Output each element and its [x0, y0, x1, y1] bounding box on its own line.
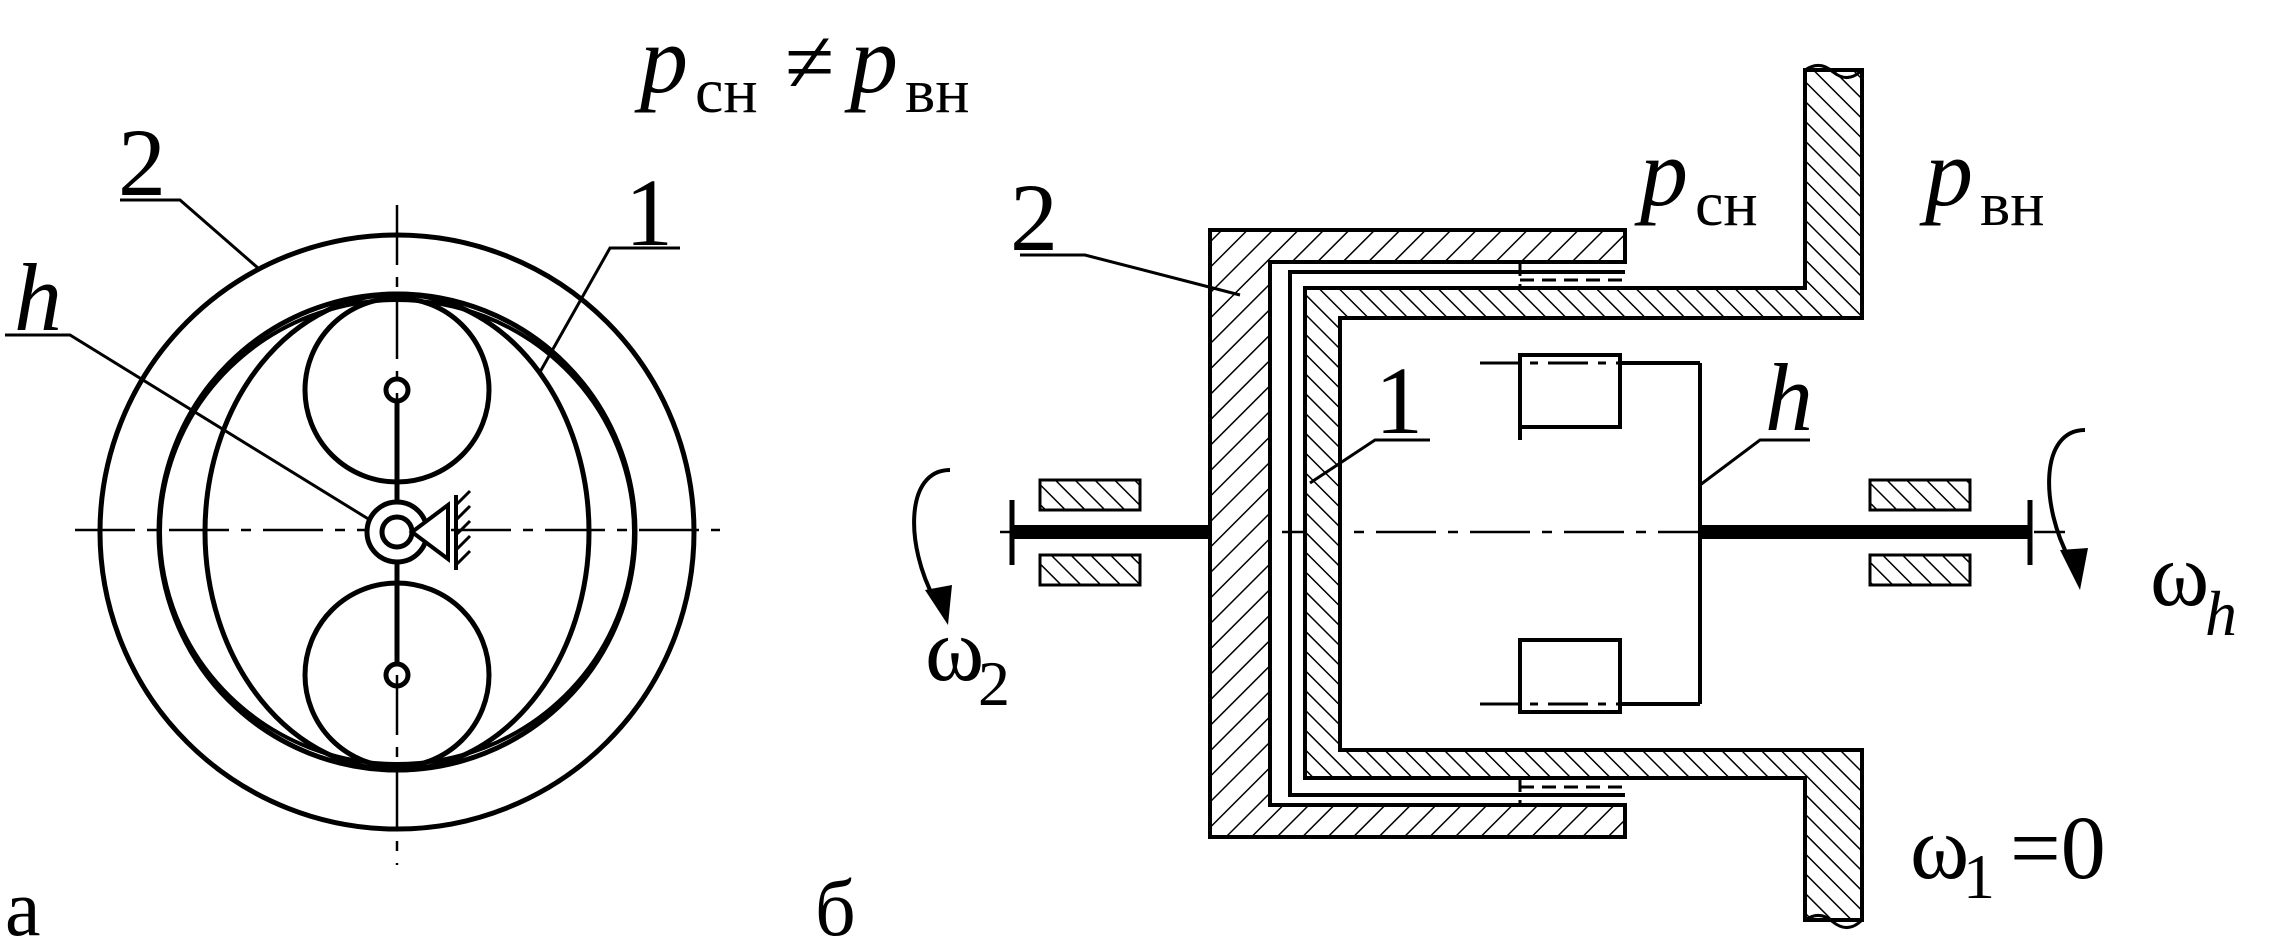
view-b-mesh-zones — [1518, 260, 1625, 807]
view-b — [912, 64, 2088, 929]
view-b-shaft-right — [1700, 525, 2030, 539]
view-b-leader-h — [1699, 438, 1810, 487]
view-a-caption: а — [5, 865, 41, 950]
view-b-omega-h-arrow — [2047, 428, 2086, 561]
view-b-omega-2-sub: 2 — [978, 648, 1010, 719]
formula-sub-inner: вн — [905, 55, 969, 126]
view-b-p-inner-sub: вн — [1980, 168, 2044, 239]
top-formula: p сн ≠ p вн — [634, 6, 969, 126]
view-b-p-inner: p — [1919, 119, 1973, 226]
view-b-labels: 2 1 h p сн p вн ω 2 ω h ω 1 =0 б — [815, 119, 2237, 950]
view-b-leader-1 — [1309, 438, 1430, 485]
view-b-leader-2 — [1020, 253, 1241, 297]
view-b-label-1: 1 — [1375, 347, 1423, 454]
view-b-omega-2-symbol: ω — [925, 601, 984, 700]
view-a — [5, 198, 720, 865]
view-b-omega-1-sub: 1 — [1963, 841, 1995, 912]
view-a-ground-hatch — [454, 489, 472, 567]
view-b-shaft-left — [1012, 525, 1210, 539]
view-b-omega-h-sub: h — [2205, 578, 2237, 649]
view-b-link-1-inner-wall — [1288, 270, 1625, 797]
view-a-outer-ring-2 — [97, 232, 697, 832]
view-a-label-1: 1 — [625, 159, 673, 266]
view-b-p-outer-sub: сн — [1695, 168, 1758, 239]
view-b-p-outer: p — [1634, 119, 1688, 226]
view-b-bearing-right-top — [1868, 478, 1972, 512]
view-b-link-2-rigid-cup — [1208, 228, 1627, 839]
view-b-bearing-right-bottom — [1868, 553, 1972, 587]
view-b-housing-break-bottom — [1804, 914, 1864, 929]
formula-neq-sign: ≠ — [785, 13, 834, 112]
view-b-bearing-left-top — [1038, 478, 1142, 512]
view-b-omega-2-arrowhead — [925, 585, 952, 625]
view-a-labels: 2 1 h а — [5, 109, 673, 950]
view-b-link-1-flex-housing — [1303, 68, 1864, 922]
view-b-label-2: 2 — [1010, 164, 1058, 271]
view-b-omega-h-symbol: ω — [2150, 526, 2209, 625]
view-a-leader-2 — [120, 198, 259, 270]
view-b-label-h: h — [1765, 344, 1813, 451]
view-a-fixed-support-triangle — [408, 501, 450, 563]
view-b-roller-bottom — [1518, 638, 1622, 714]
view-b-caption: б — [815, 865, 856, 950]
view-a-flex-ring-1 — [202, 291, 592, 773]
view-a-label-2: 2 — [118, 109, 166, 216]
view-b-omega-1-eq: =0 — [2010, 799, 2106, 898]
formula-p-outer: p — [634, 6, 688, 113]
view-a-leader-1 — [538, 246, 680, 373]
view-b-carrier-h — [1480, 353, 1702, 714]
view-a-label-h: h — [14, 244, 62, 351]
view-b-omega-2-arrow — [912, 468, 951, 601]
view-b-roller-top — [1518, 353, 1622, 429]
view-b-bearing-left-bottom — [1038, 553, 1142, 587]
view-a-hub-inner — [379, 514, 415, 550]
formula-p-inner: p — [844, 6, 898, 113]
view-a-leader-h — [5, 333, 371, 522]
view-b-omega-1-symbol: ω — [1910, 799, 1969, 898]
view-b-housing-break-top — [1804, 64, 1864, 79]
view-b-omega-h-arrowhead — [2060, 548, 2088, 590]
formula-sub-outer: сн — [695, 55, 758, 126]
